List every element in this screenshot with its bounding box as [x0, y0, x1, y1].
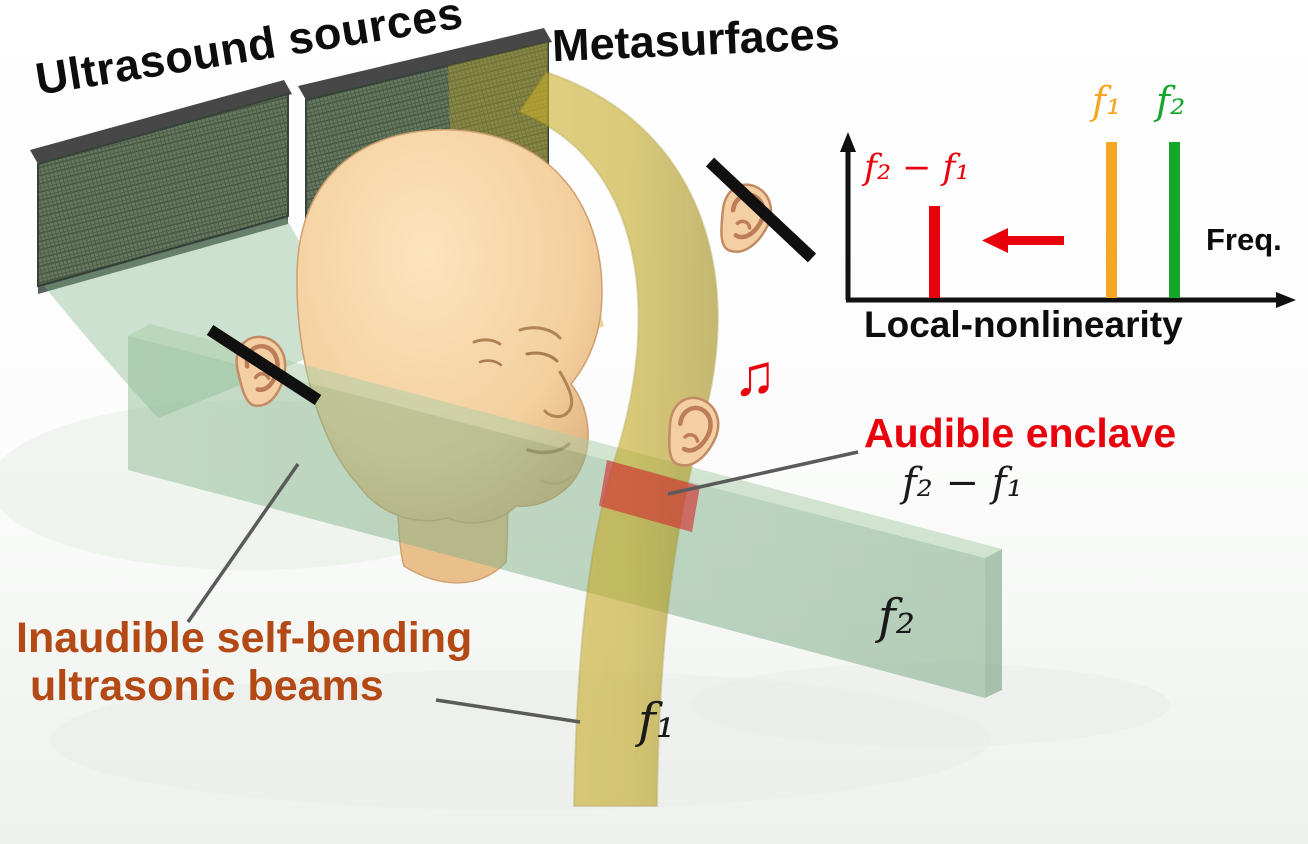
yellow-beam-f1 — [517, 70, 719, 807]
head-nose — [543, 370, 574, 419]
head-brow-left — [472, 338, 502, 346]
bar-f1 — [1106, 142, 1117, 298]
enclave-frequency-label: f₂ − f₁ — [902, 460, 1023, 506]
inset-f1-label: f₁ — [1092, 79, 1122, 123]
left-panel-bottom-edge — [38, 216, 288, 294]
local-nonlinearity-label: Local-nonlinearity — [864, 304, 1183, 345]
head-eye-left — [478, 359, 503, 367]
f2-beam-label: f₂ — [878, 589, 916, 645]
green-beam-top-face — [128, 324, 1002, 558]
bar-difference-frequency — [929, 206, 940, 298]
pointer-line-green-beam — [186, 463, 300, 623]
blocked-slash-top-right — [705, 157, 817, 263]
inset-spectrum-chart — [840, 132, 1296, 308]
pointer-line-enclave — [667, 450, 859, 496]
bar-f2 — [1169, 142, 1180, 298]
green-beam-end-cap — [985, 549, 1002, 698]
inaudible-beams-label-line1: Inaudible self-bending — [16, 614, 473, 662]
pointer-line-f1 — [435, 698, 581, 724]
audible-enclave-region — [599, 460, 700, 532]
shift-arrow-icon — [982, 228, 1064, 253]
blocked-slash-left — [206, 324, 322, 406]
left-panel-top-cap — [30, 80, 292, 164]
floor-shadow — [50, 670, 990, 810]
head-eye-right — [525, 351, 559, 363]
floor-shadow-right — [690, 663, 1170, 747]
inset-y-axis-arrowhead — [840, 132, 856, 152]
inset-difference-frequency-label: f₂ − f₁ — [864, 148, 970, 188]
f1-beam-label: f₁ — [638, 693, 676, 749]
inset-f2-label: f₂ — [1156, 79, 1186, 123]
frequency-axis-label: Freq. — [1206, 222, 1282, 257]
right-panel-top-cap — [298, 28, 552, 100]
head-brow-right — [518, 326, 562, 340]
audible-enclave-label: Audible enclave — [864, 410, 1177, 456]
inaudible-beams-label-line2: ultrasonic beams — [30, 662, 384, 710]
metasurfaces-label: Metasurfaces — [551, 7, 841, 72]
inset-x-axis-arrowhead — [1276, 292, 1296, 308]
green-beam-f2 — [128, 336, 985, 698]
music-note-icon: ♫ — [733, 343, 777, 408]
